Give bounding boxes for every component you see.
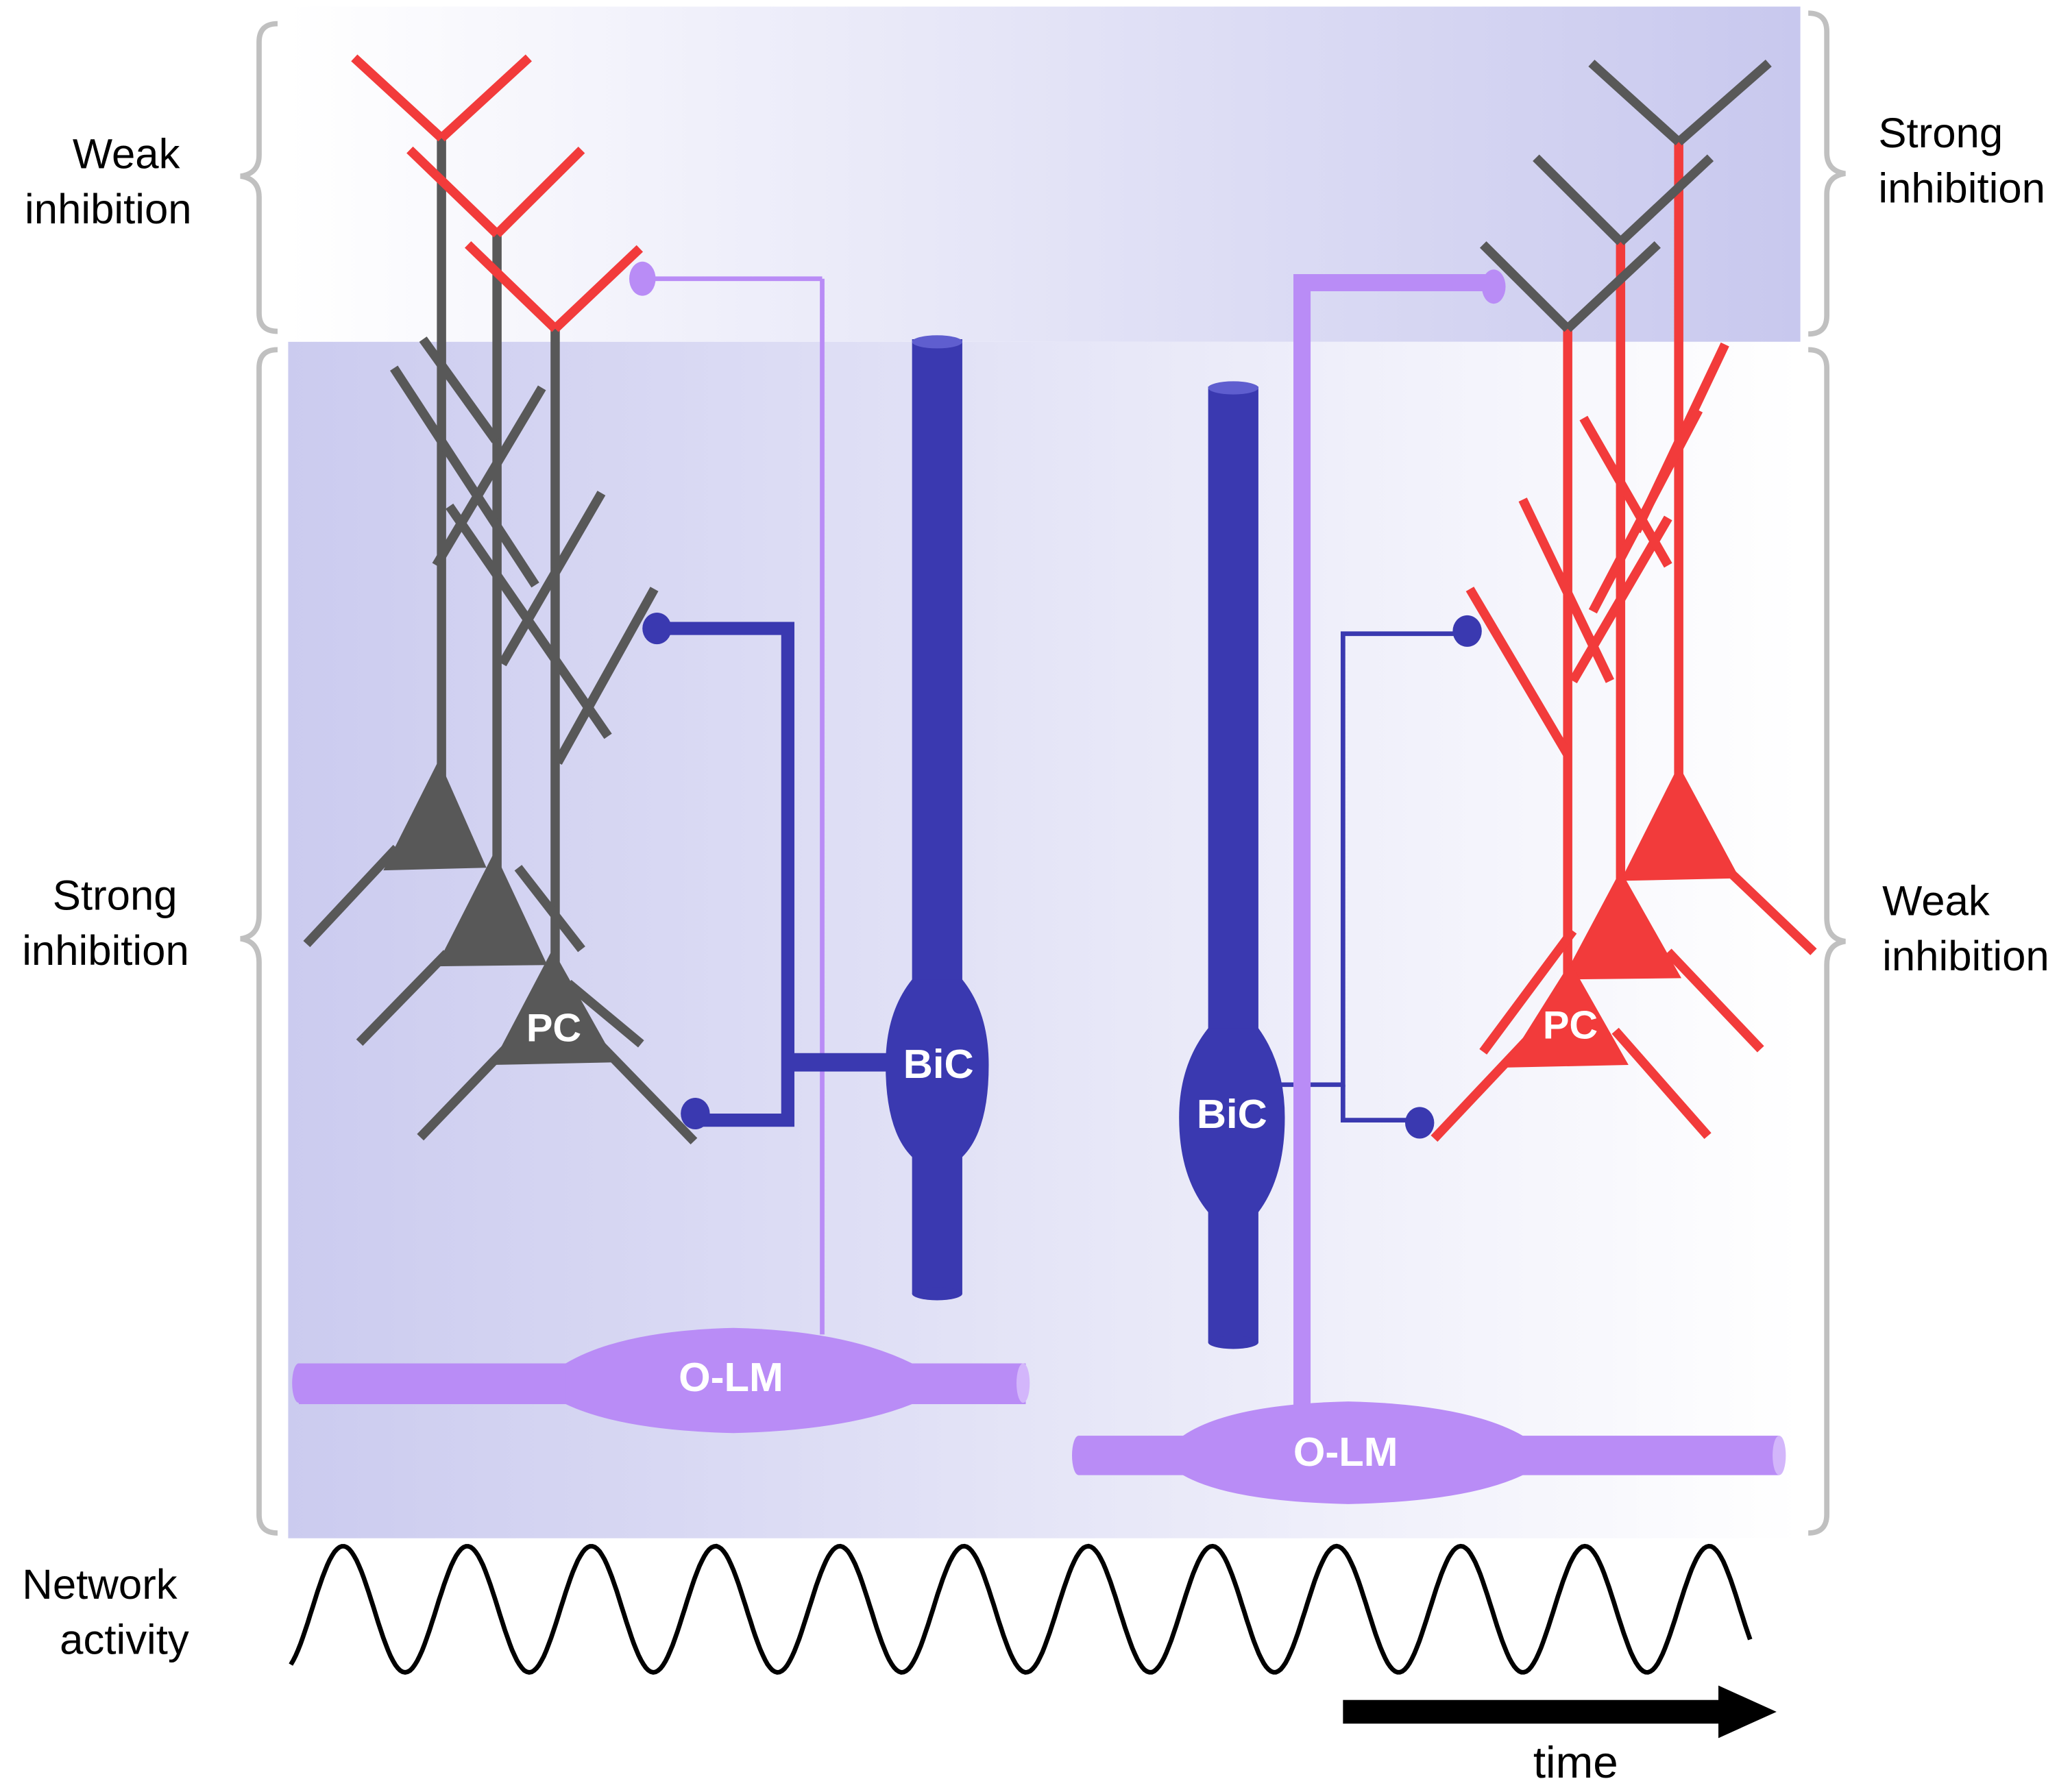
brace-right-top xyxy=(1807,10,1846,337)
somatic-layer-shade xyxy=(288,341,1801,1538)
time-arrow xyxy=(1343,1685,1777,1739)
olm-cell-left xyxy=(292,261,1030,1434)
olm-cell-right xyxy=(1071,269,1786,1504)
pyramidal-cells-right xyxy=(1430,60,1817,1142)
label-strong-inhibition-mid-left: Strong inhibition xyxy=(22,872,189,974)
label-weak-inhibition-top-left: Weak inhibition xyxy=(25,131,192,233)
bic-cell-left xyxy=(642,335,989,1301)
bic-label-right: BiC xyxy=(1197,1091,1267,1137)
brace-left-bottom xyxy=(240,347,278,1536)
label-strong-inhibition-top-right: Strong inhibition xyxy=(1878,110,2045,212)
olm-label-left: O-LM xyxy=(679,1354,783,1400)
olm-label-right: O-LM xyxy=(1293,1429,1398,1475)
bic-cell-right xyxy=(1179,381,1482,1349)
label-network-activity: Network activity xyxy=(22,1561,189,1663)
pc-label-left: PC xyxy=(526,1007,581,1051)
brace-left-top xyxy=(240,21,278,334)
label-time: time xyxy=(1533,1737,1618,1787)
pyramidal-cells-left xyxy=(303,54,698,1144)
label-weak-inhibition-mid-right: Weak inhibition xyxy=(1882,877,2049,979)
pc-label-right: PC xyxy=(1543,1004,1598,1048)
bic-label-left: BiC xyxy=(903,1041,974,1087)
brace-right-bottom xyxy=(1807,347,1846,1536)
network-activity-wave xyxy=(289,1543,1753,1675)
